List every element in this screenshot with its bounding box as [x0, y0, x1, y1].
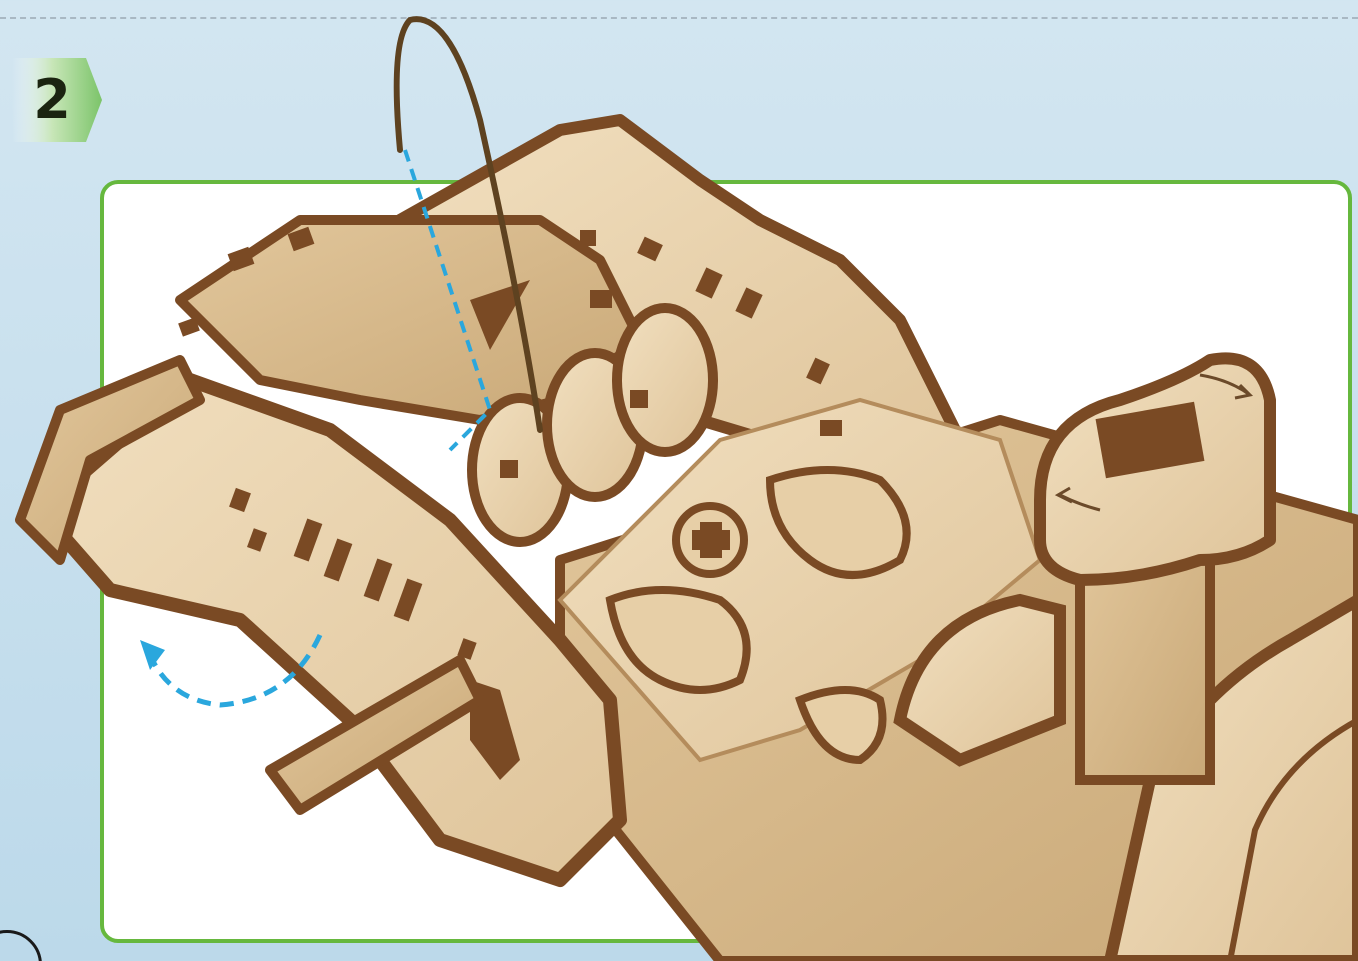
assembly-illustration: [0, 0, 1358, 961]
